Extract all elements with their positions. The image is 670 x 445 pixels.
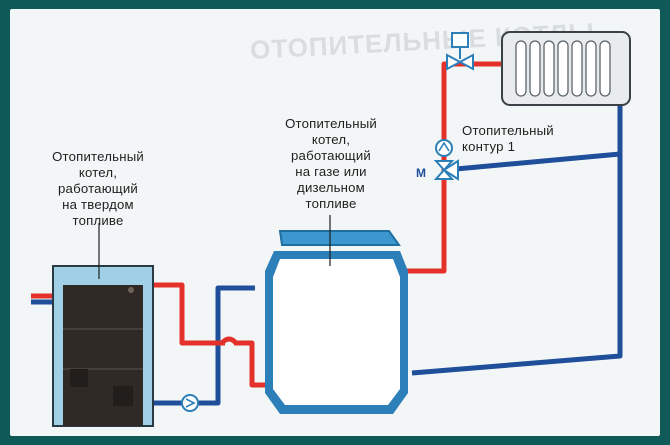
gas-boiler [265, 230, 408, 414]
pump-icon [435, 139, 453, 157]
vent-valve-icon [446, 32, 474, 71]
pipe-crossover [220, 336, 238, 345]
diagram-frame: ОТОПИТЕЛЬНЫЕ КОТЛЫ [10, 9, 660, 436]
solid-boiler-label: Отопительный котел, работающий на твердо… [52, 149, 144, 228]
solid-fuel-boiler [52, 265, 154, 427]
return-pipe-contour [444, 151, 621, 173]
supply-pipe-solid [150, 282, 225, 346]
heating-circuit-label: Отопительный контур 1 [462, 123, 554, 154]
mixer-motor-mark: М [416, 166, 427, 180]
mixing-valve-icon [433, 159, 459, 181]
return-pipe-radiator [411, 101, 623, 376]
pump-icon [181, 394, 199, 412]
gas-boiler-label: Отопительный котел, работающий на газе и… [285, 116, 377, 211]
heating-scheme [31, 31, 631, 427]
supply-pipe-solid-right [234, 340, 266, 388]
radiator-icon [501, 31, 631, 106]
